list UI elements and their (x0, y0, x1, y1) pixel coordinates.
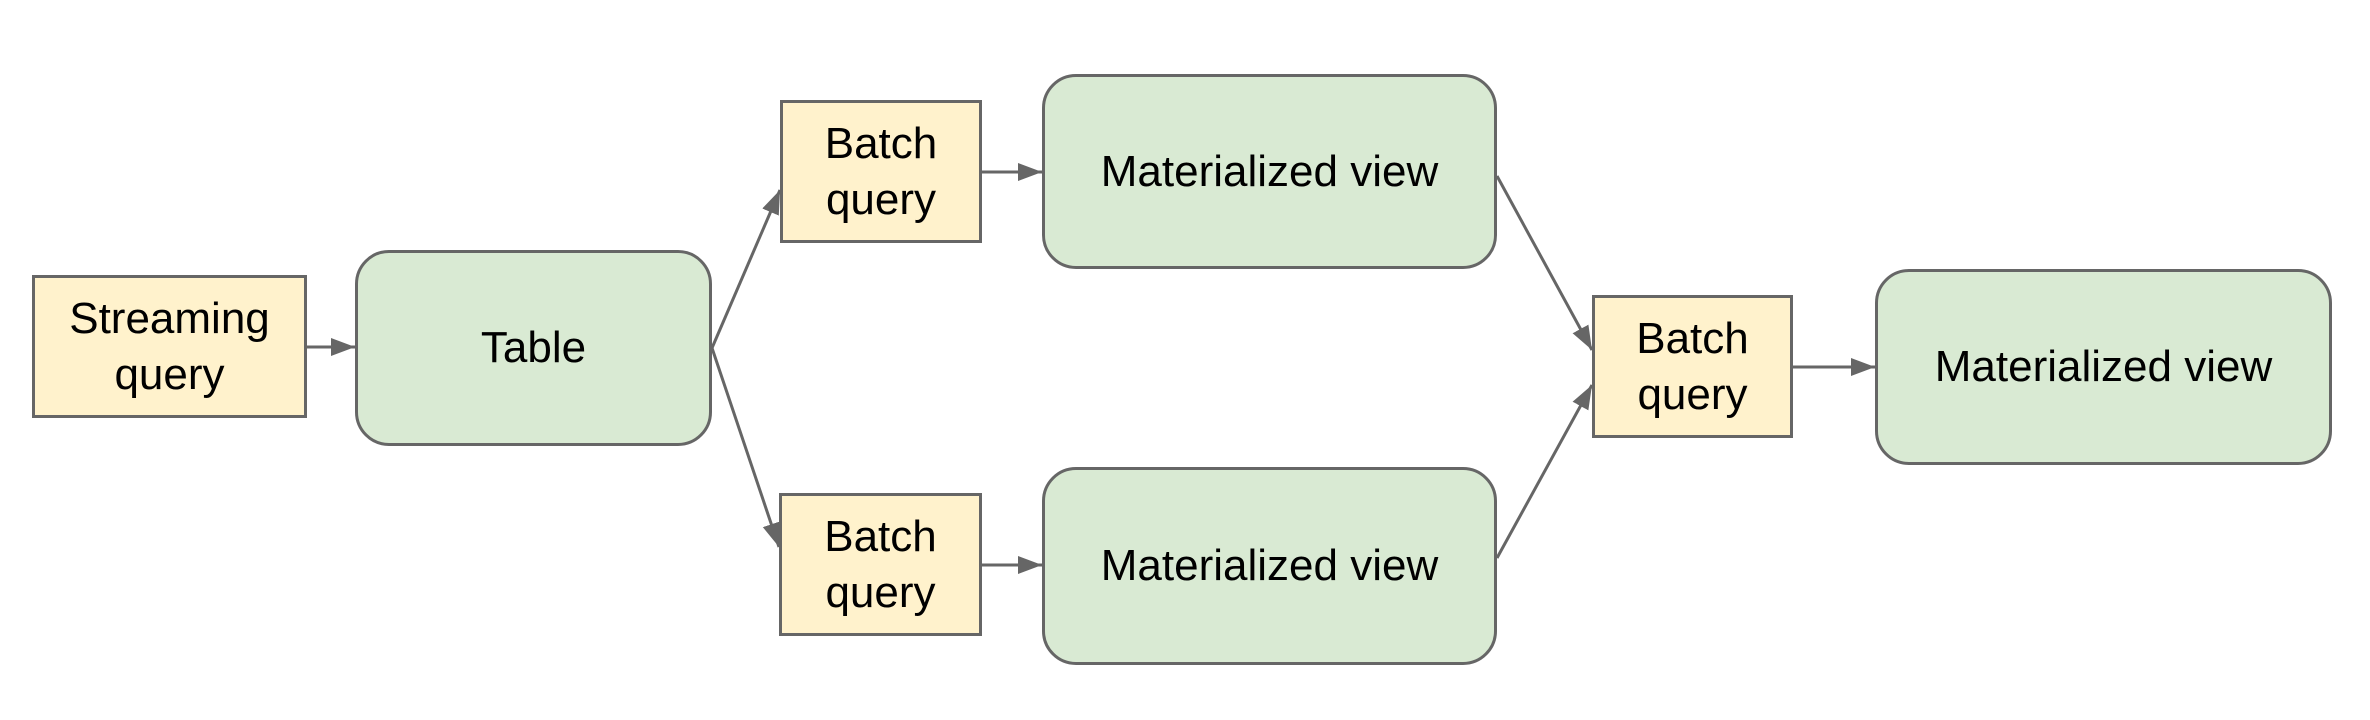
node-materialized-view-top-label: Materialized view (1100, 146, 1439, 196)
node-materialized-view-bottom-label: Materialized view (1100, 541, 1439, 591)
node-streaming-query-label: Streaming query (69, 293, 270, 399)
node-streaming-query: Streaming query (32, 275, 307, 418)
edge-materialized-view-top-to-batch-query-right (1495, 175, 1594, 351)
node-batch-query-bottom-label: Batch query (824, 511, 937, 617)
node-table: Table (355, 250, 712, 446)
node-materialized-view-top: Materialized view (1042, 74, 1497, 269)
node-batch-query-right-label: Batch query (1636, 313, 1749, 419)
node-materialized-view-right-label: Materialized view (1934, 342, 2273, 392)
node-materialized-view-right: Materialized view (1875, 269, 2332, 465)
edge-table-to-batch-query-top (710, 189, 782, 349)
node-batch-query-top-label: Batch query (824, 118, 938, 224)
node-table-label: Table (480, 323, 587, 373)
node-batch-query-right: Batch query (1592, 295, 1793, 438)
node-batch-query-bottom: Batch query (779, 493, 982, 636)
edge-materialized-view-bottom-to-batch-query-right (1495, 384, 1594, 559)
edge-table-to-batch-query-bottom (710, 347, 781, 548)
node-batch-query-top: Batch query (780, 100, 982, 243)
node-materialized-view-bottom: Materialized view (1042, 467, 1497, 665)
